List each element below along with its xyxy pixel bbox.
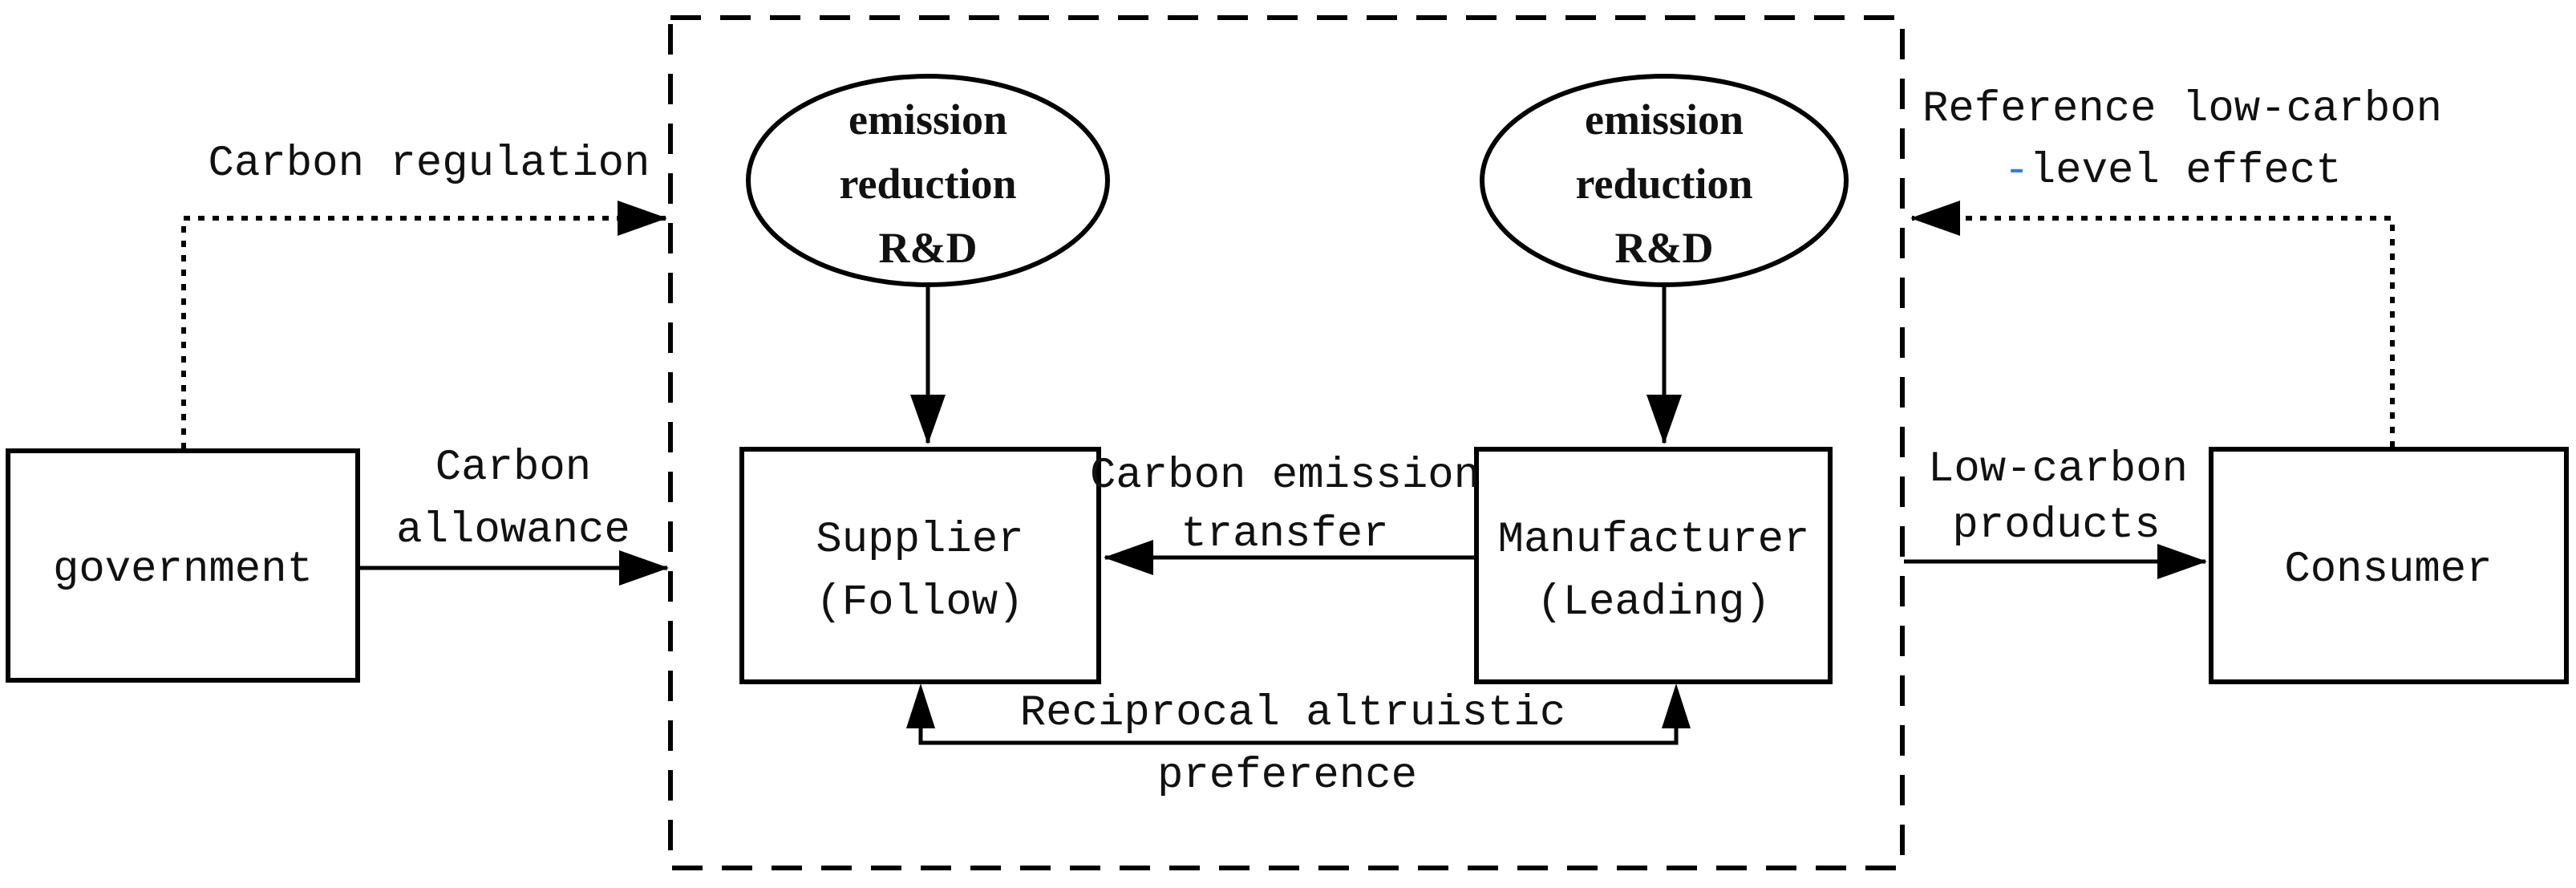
- reference-low-carbon-dotted-arrow: [1910, 201, 2395, 448]
- reciprocal-altruistic-connector: [918, 722, 1679, 745]
- supplier-box: [739, 447, 1101, 684]
- reciprocal-arrowhead-manufacturer: [1662, 683, 1691, 728]
- low-carbon-products-label-line2: products: [1952, 501, 2160, 550]
- blue-hyphen: -: [2003, 147, 2029, 196]
- manufacturer-rd-label-line1: emission: [1585, 95, 1744, 144]
- supplier-rd-label-line2: reduction: [839, 160, 1016, 208]
- manufacturer-rd-label-line2: reduction: [1575, 160, 1752, 208]
- carbon-emission-transfer-label-line2: transfer: [1181, 510, 1388, 559]
- carbon-regulation-dotted-arrow: [181, 201, 667, 449]
- reciprocal-arrowhead-supplier: [906, 683, 935, 728]
- carbon-emission-transfer-label-line1: Carbon emission: [1090, 452, 1480, 501]
- reference-low-carbon-label-line1: Reference low-carbon: [1922, 85, 2442, 134]
- reference-low-carbon-label-line2: -level effect: [2003, 147, 2341, 196]
- carbon-allowance-label-line2: allowance: [396, 506, 630, 555]
- reciprocal-altruistic-label-line2: preference: [1157, 752, 1417, 801]
- system-boundary-dashed-box: [668, 15, 1905, 870]
- manufacturer-label-line2: (Leading): [1537, 578, 1771, 627]
- government-box: [6, 448, 360, 683]
- carbon-regulation-label: Carbon regulation: [209, 140, 650, 189]
- manufacturer-rd-label-line3: R&D: [1615, 224, 1714, 272]
- consumer-box: [2209, 447, 2569, 684]
- supplier-label-line2: (Follow): [816, 578, 1023, 627]
- carbon-allowance-label-line1: Carbon: [435, 444, 591, 493]
- manufacturer-box: [1474, 447, 1833, 684]
- supplier-label-line1: Supplier: [816, 516, 1023, 565]
- manufacturer-label-line1: Manufacturer: [1498, 516, 1810, 565]
- consumer-label: Consumer: [2284, 545, 2492, 594]
- reference-level-effect-text: level effect: [2030, 147, 2342, 196]
- supplier-rd-label-line1: emission: [849, 95, 1007, 144]
- low-carbon-products-label-line1: Low-carbon: [1928, 445, 2188, 494]
- supplier-rd-label-line3: R&D: [879, 224, 978, 272]
- reciprocal-altruistic-label-line1: Reciprocal altruistic: [1020, 689, 1566, 738]
- government-label: government: [53, 545, 313, 594]
